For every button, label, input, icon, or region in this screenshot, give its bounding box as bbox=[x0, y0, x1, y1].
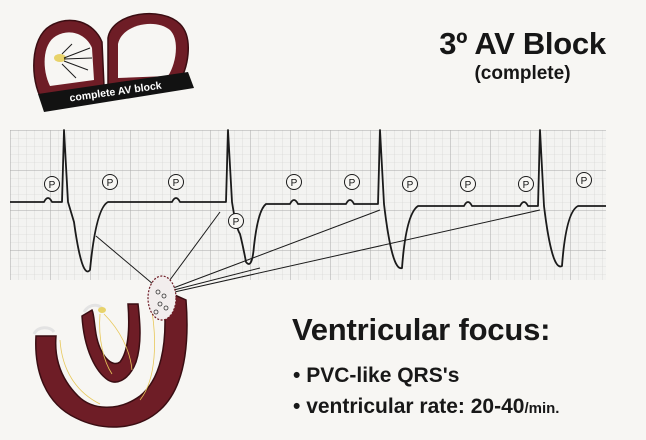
p-wave-marker: P bbox=[102, 174, 118, 190]
node-dot bbox=[98, 307, 106, 313]
bullet-item: • ventricular rate: 20-40/min. bbox=[293, 395, 560, 418]
p-wave-marker: P bbox=[460, 176, 476, 192]
ventricle-outer-wall bbox=[35, 291, 188, 428]
ventricle-septum bbox=[81, 303, 141, 383]
sa-node bbox=[54, 54, 66, 62]
svg-text:P: P bbox=[173, 178, 180, 189]
svg-text:P: P bbox=[233, 217, 240, 228]
p-wave-marker: P bbox=[576, 172, 592, 188]
svg-text:P: P bbox=[291, 178, 298, 189]
p-wave-marker: P bbox=[168, 174, 184, 190]
ecg-grid-major bbox=[10, 130, 606, 280]
svg-text:P: P bbox=[407, 180, 414, 191]
focus-heading: Ventricular focus: bbox=[292, 312, 551, 347]
focus-connector-lines bbox=[95, 209, 541, 294]
svg-text:P: P bbox=[107, 178, 114, 189]
atrium-right-cavity bbox=[118, 23, 176, 78]
p-wave-marker: P bbox=[518, 176, 534, 192]
svg-text:P: P bbox=[49, 180, 56, 191]
p-wave-marker: P bbox=[286, 174, 302, 190]
focus-bullet-list: • PVC-like QRS's • ventricular rate: 20-… bbox=[293, 361, 559, 423]
title-block: 3º AV Block (complete) bbox=[420, 26, 625, 86]
page-subtitle: (complete) bbox=[474, 63, 571, 84]
bullet-item: • PVC-like QRS's bbox=[293, 364, 460, 387]
svg-text:P: P bbox=[465, 180, 472, 191]
ecg-trace bbox=[10, 129, 606, 273]
page-title: 3º AV Block bbox=[439, 26, 606, 61]
svg-text:P: P bbox=[349, 178, 356, 189]
valve-left bbox=[32, 326, 56, 335]
purkinje-fibers bbox=[59, 299, 155, 405]
ventricular-focus bbox=[147, 275, 177, 321]
impulse-arrows bbox=[61, 43, 93, 79]
heart-av-block-diagram: complete AV block bbox=[33, 12, 194, 112]
p-wave-marker: P bbox=[344, 174, 360, 190]
p-wave-marker: P bbox=[228, 213, 244, 229]
p-wave-marker: P bbox=[44, 176, 60, 192]
svg-text:P: P bbox=[523, 180, 530, 191]
av-block-bar bbox=[38, 72, 194, 112]
p-wave-marker: P bbox=[402, 176, 418, 192]
svg-text:P: P bbox=[581, 176, 588, 187]
